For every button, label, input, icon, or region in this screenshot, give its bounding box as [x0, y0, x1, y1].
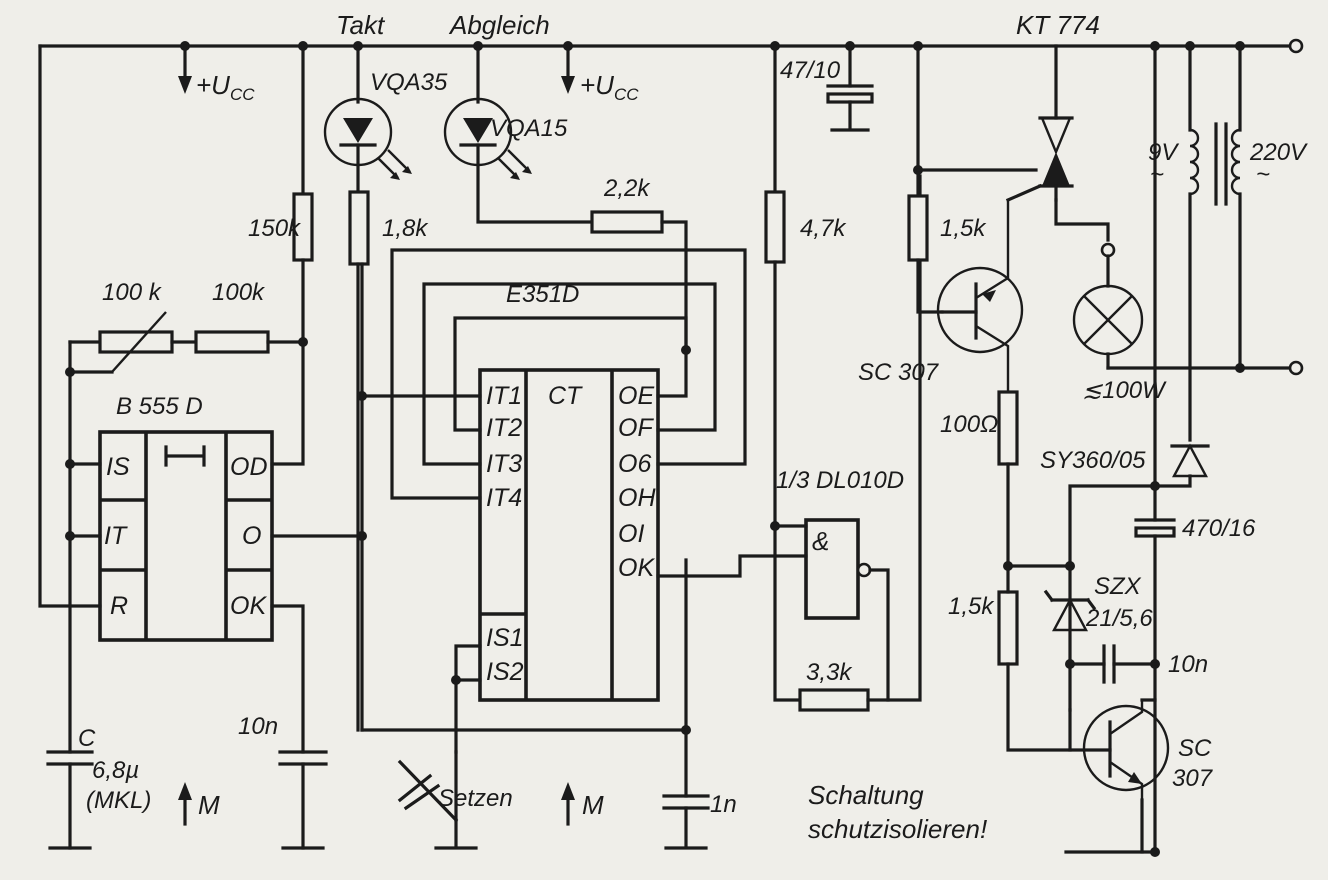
resistor-4-7k	[764, 44, 802, 702]
label-r-100ohm: 100Ω	[940, 411, 998, 438]
gate-dl010d	[770, 518, 890, 702]
e351d-pin-it3: IT3	[486, 450, 522, 478]
b555d-wiring	[65, 340, 367, 754]
label-b555d: B 555 D	[116, 393, 203, 420]
e351d-pin-it2: IT2	[486, 414, 522, 442]
e351d-pin-of: OF	[618, 414, 654, 442]
resistor-1-5k-bottom	[997, 564, 1112, 752]
capacitor-10n-right	[1065, 644, 1157, 684]
label-c-1n: 1n	[710, 791, 737, 818]
label-r-150k: 150k	[248, 215, 302, 242]
e351d-pin-oe: OE	[618, 382, 654, 410]
note-line-1: Schaltung	[808, 780, 924, 810]
label-c-mkl: (MKL)	[86, 787, 151, 814]
transformer	[1188, 44, 1242, 442]
label-kt774: KT 774	[1016, 10, 1100, 40]
e351d-pin-o6: O6	[618, 450, 651, 478]
label-takt: Takt	[336, 10, 386, 40]
label-c-10n-left: 10n	[238, 713, 278, 740]
b555d-pin-od: OD	[230, 453, 268, 481]
label-vqa35: VQA35	[370, 69, 448, 96]
label-c-6-8: 6,8µ	[92, 757, 139, 784]
gate-and-symbol: &	[812, 526, 829, 556]
label-r-3-3k: 3,3k	[806, 659, 853, 686]
resistor-1-8k	[348, 190, 370, 732]
lamp-100w	[1072, 242, 1304, 376]
label-sc307-bottom-2: 307	[1172, 765, 1214, 792]
label-pot-100k: 100 k	[102, 279, 163, 306]
label-sc307-bottom-1: SC	[1178, 735, 1212, 762]
label-9v-tilde: ~	[1150, 161, 1164, 188]
e351d-wiring	[357, 248, 808, 754]
label-9v: 9V	[1148, 139, 1179, 166]
capacitor-c	[46, 750, 94, 850]
ucc-arrow-left	[178, 44, 192, 94]
e351d-pin-it4: IT4	[486, 484, 522, 512]
label-r-2-2k: 2,2k	[603, 175, 651, 202]
e351d-pin-it1: IT1	[486, 382, 522, 410]
label-220v: 220V	[1249, 139, 1308, 166]
zener-szx	[1043, 589, 1097, 632]
label-c-10n-right: 10n	[1168, 651, 1208, 678]
e351d-pin-ok: OK	[618, 554, 655, 582]
label-220v-tilde: ~	[1256, 161, 1270, 188]
supply-rail	[38, 38, 1304, 608]
resistor-100ohm	[997, 390, 1075, 571]
label-sy360: SY360/05	[1040, 447, 1146, 474]
ucc-label-right: +UCC	[580, 70, 639, 104]
label-c-470-16: 470/16	[1182, 515, 1256, 542]
label-m-right: M	[582, 790, 604, 820]
ic-e351d	[478, 368, 660, 702]
resistor-100k	[194, 330, 305, 354]
label-r-4-7k: 4,7k	[800, 215, 847, 242]
e351d-pin-is2: IS2	[486, 658, 524, 686]
label-dl010d: 1/3 DL010D	[776, 467, 904, 494]
transistor-sc307-bottom	[1068, 698, 1170, 854]
resistor-2-2k	[590, 210, 691, 355]
label-r-100k: 100k	[212, 279, 266, 306]
label-c-47-10: 47/10	[780, 57, 841, 84]
pot-100k	[65, 311, 198, 377]
supply-terminal-top	[1288, 38, 1304, 54]
e351d-label-ct: CT	[548, 382, 583, 410]
e351d-pin-oh: OH	[618, 484, 656, 512]
ground-arrow-left	[178, 782, 192, 826]
label-c: C	[78, 725, 96, 752]
ucc-label-left: +UCC	[196, 70, 255, 104]
transistor-sc307-top	[936, 200, 1024, 392]
led-vqa35	[323, 44, 412, 194]
capacitor-47-10	[826, 44, 874, 132]
label-abgleich: Abgleich	[448, 10, 550, 40]
label-lamp: ≲100W	[1082, 377, 1167, 404]
ucc-arrow-right	[561, 44, 575, 94]
switch-setzen	[397, 750, 478, 850]
label-r-1-5k-top: 1,5k	[940, 215, 987, 242]
b555d-pin-it: IT	[104, 522, 128, 550]
label-vqa15: VQA15	[490, 115, 568, 142]
b555d-pin-r: R	[110, 592, 128, 620]
capacitor-1n	[662, 728, 710, 850]
label-m-left: M	[198, 790, 220, 820]
b555d-pin-is: IS	[106, 453, 130, 481]
resistor-3-3k	[798, 174, 922, 712]
b555d-pin-ok: OK	[230, 592, 267, 620]
label-r-1-5k-bottom: 1,5k	[948, 593, 995, 620]
label-setzen: Setzen	[438, 785, 513, 812]
ground-arrow-right	[561, 782, 575, 826]
triac-kt774	[1005, 44, 1110, 242]
label-sc307-top: SC 307	[858, 359, 940, 386]
e351d-pin-is1: IS1	[486, 624, 524, 652]
resistor-150k	[270, 44, 314, 466]
capacitor-10n-left	[278, 750, 328, 850]
note-line-2: schutzisolieren!	[808, 814, 987, 844]
resistor-1-5k-top	[907, 44, 1038, 314]
label-szx: SZX	[1094, 573, 1142, 600]
b555d-pin-o: O	[242, 522, 261, 550]
label-r-1-8k: 1,8k	[382, 215, 429, 242]
label-szx-value: 21/5,6	[1085, 605, 1153, 632]
e351d-pin-oi: OI	[618, 520, 644, 548]
led-vqa15	[443, 44, 594, 224]
